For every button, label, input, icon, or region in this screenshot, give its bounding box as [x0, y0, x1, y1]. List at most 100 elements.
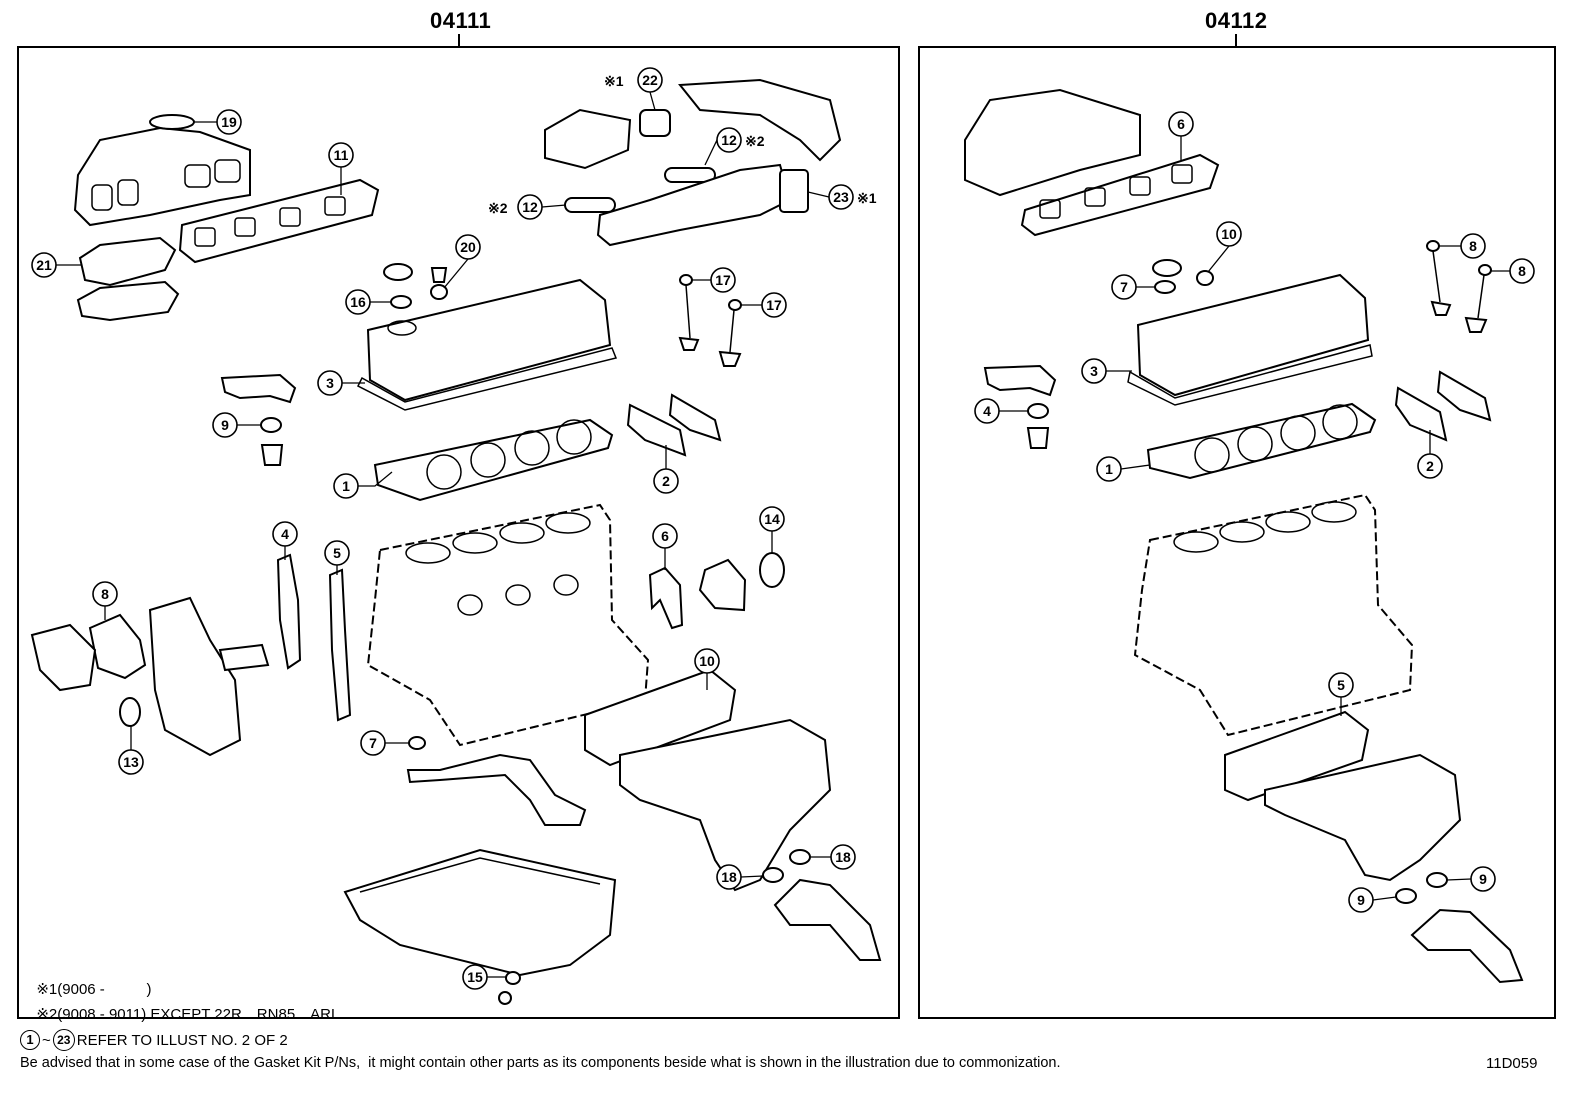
footnote-2-text: (9008 - 9011) EXCEPT 22R…RN85…ARL	[57, 1006, 340, 1023]
svg-text:2: 2	[1426, 458, 1434, 474]
callout-21: 21	[31, 252, 82, 278]
svg-text:22: 22	[642, 72, 658, 88]
engine-block-drawing	[366, 503, 650, 747]
callout-6: 6	[652, 523, 678, 570]
callout-right-2: 2	[1417, 430, 1443, 479]
callout-2: 2	[653, 445, 679, 494]
egr-pipe-drawing	[678, 78, 842, 162]
oil-seal-13-drawing	[119, 697, 141, 727]
callout-13: 13	[118, 726, 144, 775]
gasket-23-drawing	[779, 169, 809, 213]
gasket-6-drawing	[648, 566, 684, 630]
callout-right-8-upper: 8	[1439, 233, 1486, 259]
range-start-circle: 1	[20, 1030, 40, 1050]
svg-text:10: 10	[1221, 226, 1237, 242]
svg-text:9: 9	[1479, 871, 1487, 887]
svg-text:5: 5	[1337, 677, 1345, 693]
callout-right-10: 10	[1207, 221, 1242, 273]
oil-strainer-drawing	[406, 753, 587, 826]
footnote-1: ※1(9006 - )	[28, 963, 151, 998]
callout-right-7: 7	[1111, 274, 1155, 300]
svg-text:19: 19	[221, 114, 237, 130]
exhaust-manifold-drawing	[584, 668, 832, 892]
water-pump-drawing	[30, 623, 97, 692]
svg-text:17: 17	[766, 297, 782, 313]
svg-text:11: 11	[334, 147, 349, 163]
svg-text:17: 17	[715, 272, 731, 288]
seal-retainer-drawing	[698, 558, 747, 612]
oil-cap-drawing	[383, 263, 413, 281]
svg-text:※2: ※2	[745, 133, 765, 149]
svg-text:9: 9	[1357, 892, 1365, 908]
svg-text:10: 10	[699, 653, 715, 669]
callout-12-upper: 12 ※2	[704, 127, 765, 166]
callout-17-lower: 17	[741, 292, 787, 318]
callout-20: 20	[443, 234, 481, 289]
gasket-4-drawing	[276, 553, 302, 670]
water-pipe-drawing	[218, 643, 270, 672]
svg-text:6: 6	[661, 528, 669, 544]
svg-text:7: 7	[369, 735, 377, 751]
front-pipe-right-drawing	[1410, 908, 1524, 984]
front-pipe-drawing	[773, 878, 882, 961]
gasket-2a-drawing	[626, 403, 687, 457]
gasket-12a-drawing	[664, 167, 716, 183]
egr-tube-drawing	[596, 163, 792, 247]
footnote-2-mark: ※2	[36, 1006, 58, 1023]
footnote-2: ※2(9008 - 9011) EXCEPT 22R…RN85…ARL	[28, 988, 339, 1023]
drain-plug-drawing	[498, 991, 512, 1005]
valve-cover-right-drawing	[1127, 273, 1373, 406]
callout-right-4: 4	[974, 398, 1028, 424]
callout-right-3: 3	[1081, 358, 1132, 384]
callout-right-1: 1	[1096, 456, 1151, 482]
oil-cap-right-drawing	[1152, 259, 1182, 277]
callout-right-5: 5	[1328, 672, 1354, 716]
grommet-drawing	[430, 267, 448, 283]
callout-3: 3	[317, 370, 365, 396]
gasket-20-drawing	[430, 284, 448, 300]
svg-text:8: 8	[101, 586, 109, 602]
gasket-7-right-drawing	[1154, 280, 1176, 294]
svg-text:5: 5	[333, 545, 341, 561]
plate-21b-drawing	[76, 280, 180, 322]
svg-text:16: 16	[350, 294, 366, 310]
gasket-9b-right-drawing	[1426, 872, 1448, 888]
callout-right-9-left: 9	[1348, 887, 1397, 913]
gasket-7-drawing	[408, 736, 426, 750]
callout-12-lower: 12 ※2	[488, 194, 567, 220]
callout-16: 16	[345, 289, 391, 315]
svg-text:14: 14	[764, 511, 780, 527]
gasket-5-drawing	[328, 568, 352, 722]
timing-cover-drawing	[148, 596, 242, 757]
svg-text:※2: ※2	[488, 200, 508, 216]
range-note: 1 ~ 23 REFER TO ILLUST NO. 2 OF 2	[20, 1028, 288, 1052]
svg-text:12: 12	[522, 199, 538, 215]
svg-text:12: 12	[721, 132, 737, 148]
callout-right-8-lower: 8	[1491, 258, 1535, 284]
svg-text:8: 8	[1469, 238, 1477, 254]
svg-text:13: 13	[123, 754, 139, 770]
svg-text:1: 1	[1105, 461, 1113, 477]
gasket-2b-right-drawing	[1436, 370, 1492, 422]
svg-text:20: 20	[460, 239, 476, 255]
gasket-16-drawing	[390, 295, 412, 309]
exhaust-manifold-right-drawing	[1224, 710, 1462, 882]
svg-text:3: 3	[1090, 363, 1098, 379]
disclaimer: Be advised that in some case of the Gask…	[20, 1055, 1061, 1071]
footnote-1-mark: ※1	[36, 981, 58, 998]
svg-text:1: 1	[342, 478, 350, 494]
panel-04112	[918, 46, 1556, 1019]
gasket-10-right-drawing	[1196, 270, 1214, 286]
callout-1: 1	[333, 471, 393, 499]
svg-text:4: 4	[983, 403, 991, 419]
svg-text:※1: ※1	[857, 190, 877, 206]
callout-11: 11	[328, 142, 354, 195]
gasket-2b-drawing	[668, 393, 722, 442]
svg-text:9: 9	[221, 417, 229, 433]
valves-right-drawing	[1426, 240, 1492, 333]
valves-drawing	[678, 274, 742, 367]
range-note-text: REFER TO ILLUST NO. 2 OF 2	[76, 1031, 288, 1049]
callout-5: 5	[324, 540, 350, 575]
svg-text:21: 21	[36, 257, 52, 273]
